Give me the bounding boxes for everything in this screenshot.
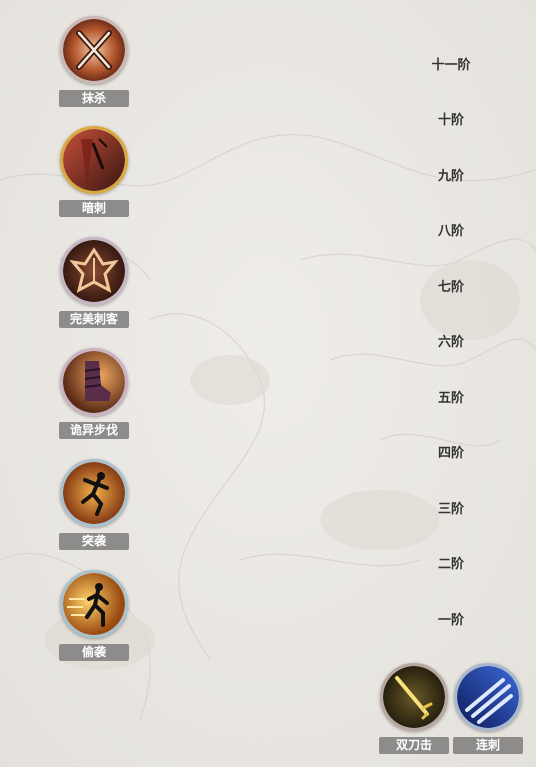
skill-anci[interactable]: 暗刺 [59,126,129,222]
assassin-emblem-icon [60,237,128,305]
crossed-blades-icon [60,16,128,84]
tier-label-3: 三阶 [437,502,464,517]
tier-label-4: 四阶 [437,446,464,461]
skill-tuxi[interactable]: 突袭 [59,459,129,555]
tier-label-1: 一阶 [437,613,464,628]
tier-label-9: 九阶 [437,169,464,184]
skill-label: 双刀击 [379,737,449,754]
tier-label-8: 八阶 [437,224,464,239]
skill-lianci[interactable]: 连刺 [453,663,523,759]
running-figure-icon [60,570,128,638]
tier-label-5: 五阶 [437,391,464,406]
boot-icon [60,348,128,416]
skill-label: 诡异步伐 [59,422,129,439]
tier-label-11: 十一阶 [431,58,471,73]
golden-sword-icon [380,663,448,731]
tier-label-10: 十阶 [437,113,464,128]
skill-perfect-assassin[interactable]: 完美刺客 [59,237,129,333]
blue-slash-icon [454,663,522,731]
skill-touxi[interactable]: 偷袭 [59,570,129,666]
skill-label: 连刺 [453,737,523,754]
tier-label-6: 六阶 [437,335,464,350]
skill-label: 暗刺 [59,200,129,217]
tier-label-7: 七阶 [437,280,464,295]
skill-mosha[interactable]: 抹杀 [59,16,129,112]
skill-label: 突袭 [59,533,129,550]
leaping-figure-icon [60,459,128,527]
skill-double-blade[interactable]: 双刀击 [379,663,449,759]
tier-label-2: 二阶 [437,557,464,572]
skill-label: 抹杀 [59,90,129,107]
dagger-icon [60,126,128,194]
skill-label: 偷袭 [59,644,129,661]
skill-weird-steps[interactable]: 诡异步伐 [59,348,129,444]
skill-label: 完美刺客 [59,311,129,328]
